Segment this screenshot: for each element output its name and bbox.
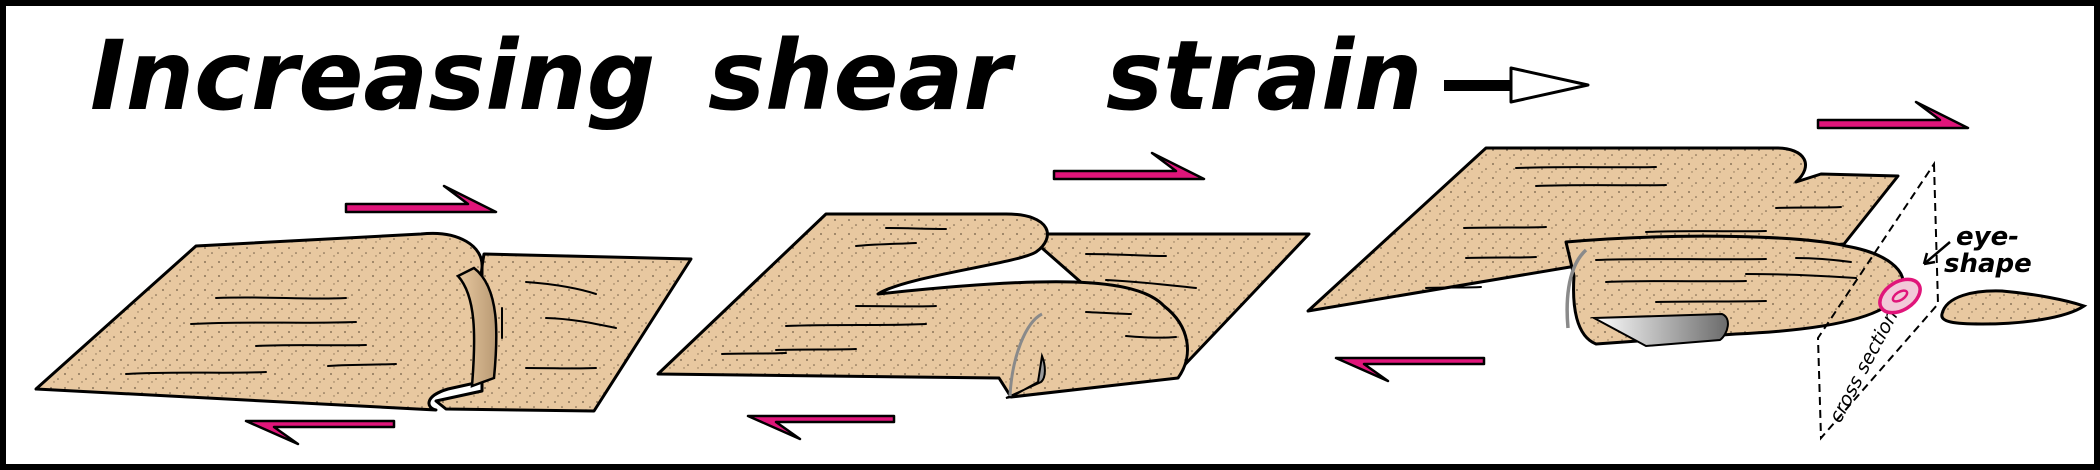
- hinge-trace: [1008, 312, 1043, 397]
- shear-arrow-bottom-left: [1334, 356, 1486, 383]
- foliation-traces: [1425, 166, 1857, 303]
- lens-cross-section: [1940, 289, 2088, 326]
- fold-shadow: [1590, 312, 1729, 348]
- foliation-traces: [125, 281, 617, 375]
- eye-shape-ring: [1878, 277, 1922, 315]
- hinge-trace: [1565, 248, 1588, 329]
- title-word-shear: shear: [708, 20, 1016, 132]
- title-word-strain: strain: [1106, 20, 1422, 132]
- shear-arrow-top-right: [344, 184, 498, 214]
- shear-arrow-bottom-left: [244, 419, 396, 446]
- shear-arrow-top-right: [1816, 100, 1970, 130]
- shear-fold-diagram: Increasing shear strain: [34, 20, 2088, 446]
- shear-arrow-top-right: [1052, 151, 1206, 181]
- fold-shadow: [1005, 352, 1046, 399]
- strain-direction-arrow: [1444, 66, 1590, 104]
- foliation-traces: [721, 227, 1197, 355]
- eye-shape-label-line1: eye-: [1956, 222, 2019, 252]
- fold-hinge-curl: [455, 266, 498, 388]
- eye-shape-label-line2: shape: [1944, 249, 2032, 279]
- eye-shape-pointer-head: [1922, 252, 1936, 266]
- stage-2-tightened-fold: [656, 151, 1311, 441]
- cross-section-outline: [1816, 160, 1940, 441]
- title-word-increasing: Increasing: [90, 20, 655, 132]
- shear-arrow-bottom-left: [746, 414, 896, 441]
- eye-shape-pointer: [1923, 241, 1951, 265]
- title: Increasing shear strain: [90, 20, 1590, 132]
- stage-1-initial-fold: [34, 184, 693, 446]
- stage-3-sheath-fold: [1306, 100, 1970, 383]
